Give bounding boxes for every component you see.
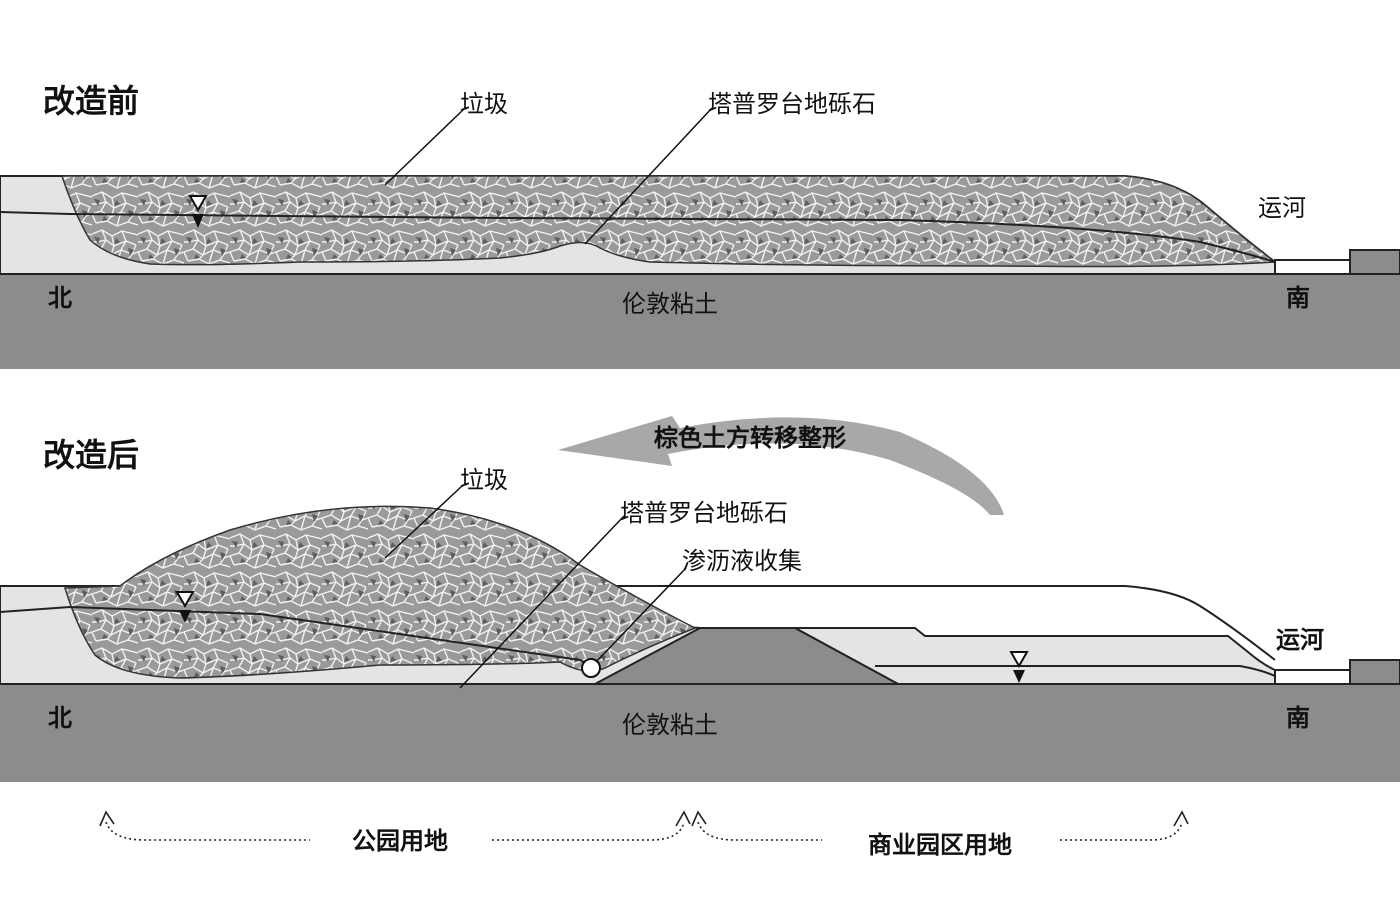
canal-label-after: 运河: [1276, 626, 1324, 654]
canal-bank-after: [1349, 659, 1400, 685]
leachate-leader-after: [595, 567, 687, 663]
after-section: 改造后 棕色土方转移整形 垃圾 塔普罗台地砾石 渗沥液收集 运河 北 南 伦敦粘…: [0, 416, 1400, 782]
park-bracket-right: [492, 821, 685, 841]
business-bracket-right: [1060, 821, 1183, 841]
gravel-label-before: 塔普罗台地砾石: [708, 90, 876, 118]
after-title: 改造后: [43, 436, 139, 474]
canal-water-after: [1274, 669, 1351, 685]
garbage-leader-after: [384, 485, 463, 559]
gravel-leader-before: [584, 107, 713, 245]
park-zone-label: 公园用地: [352, 827, 448, 855]
inverted-triangle-icon: [188, 195, 208, 228]
canal-water-before: [1274, 259, 1351, 275]
earth-berm: [594, 627, 899, 685]
business-zone-label: 商业园区用地: [868, 831, 1012, 859]
circle-pipe-icon: [581, 658, 601, 678]
north-label-before: 北: [48, 284, 72, 312]
earth-transfer-label: 棕色土方转移整形: [654, 424, 846, 452]
garbage-mound-after: [63, 505, 697, 679]
ground-surface-after: [0, 585, 1276, 661]
clay-label-before: 伦敦粘土: [622, 290, 718, 318]
inverted-triangle-icon: [1009, 651, 1029, 683]
gravel-label-after: 塔普罗台地砾石: [620, 499, 788, 527]
south-label-after: 南: [1286, 704, 1310, 732]
clay-label-after: 伦敦粘土: [622, 711, 718, 739]
water-table-line-right-after: [875, 665, 1276, 677]
business-arrowhead-right: [1173, 810, 1189, 827]
before-title: 改造前: [43, 82, 139, 120]
south-label-before: 南: [1286, 284, 1310, 312]
north-label-after: 北: [48, 704, 72, 732]
business-bracket-left: [697, 821, 822, 841]
inverted-triangle-icon: [175, 591, 195, 623]
earth-transfer-arrow: [558, 416, 1004, 515]
gravel-leader-after: [459, 515, 625, 689]
park-arrowhead-left: [99, 810, 115, 827]
zone-brackets: 公园用地 商业园区用地: [99, 810, 1189, 859]
garbage-label-after: 垃圾: [460, 466, 508, 494]
clay-layer-after: [0, 684, 1400, 782]
park-arrowhead-right: [675, 810, 691, 827]
before-section: 改造前 垃圾 塔普罗台地砾石 运河 北 南 伦敦粘土: [0, 82, 1400, 369]
park-bracket-left: [105, 821, 310, 841]
garbage-label-before: 垃圾: [460, 90, 508, 118]
business-arrowhead-left: [691, 810, 707, 827]
garbage-mass-before: [60, 175, 1278, 268]
garbage-leader-before: [384, 107, 466, 186]
canal-bank-before: [1349, 249, 1400, 275]
water-table-line-before: [0, 211, 1276, 263]
canal-label-before: 运河: [1258, 194, 1306, 222]
leachate-label-after: 渗沥液收集: [682, 547, 802, 575]
clay-layer-before: [0, 274, 1400, 369]
